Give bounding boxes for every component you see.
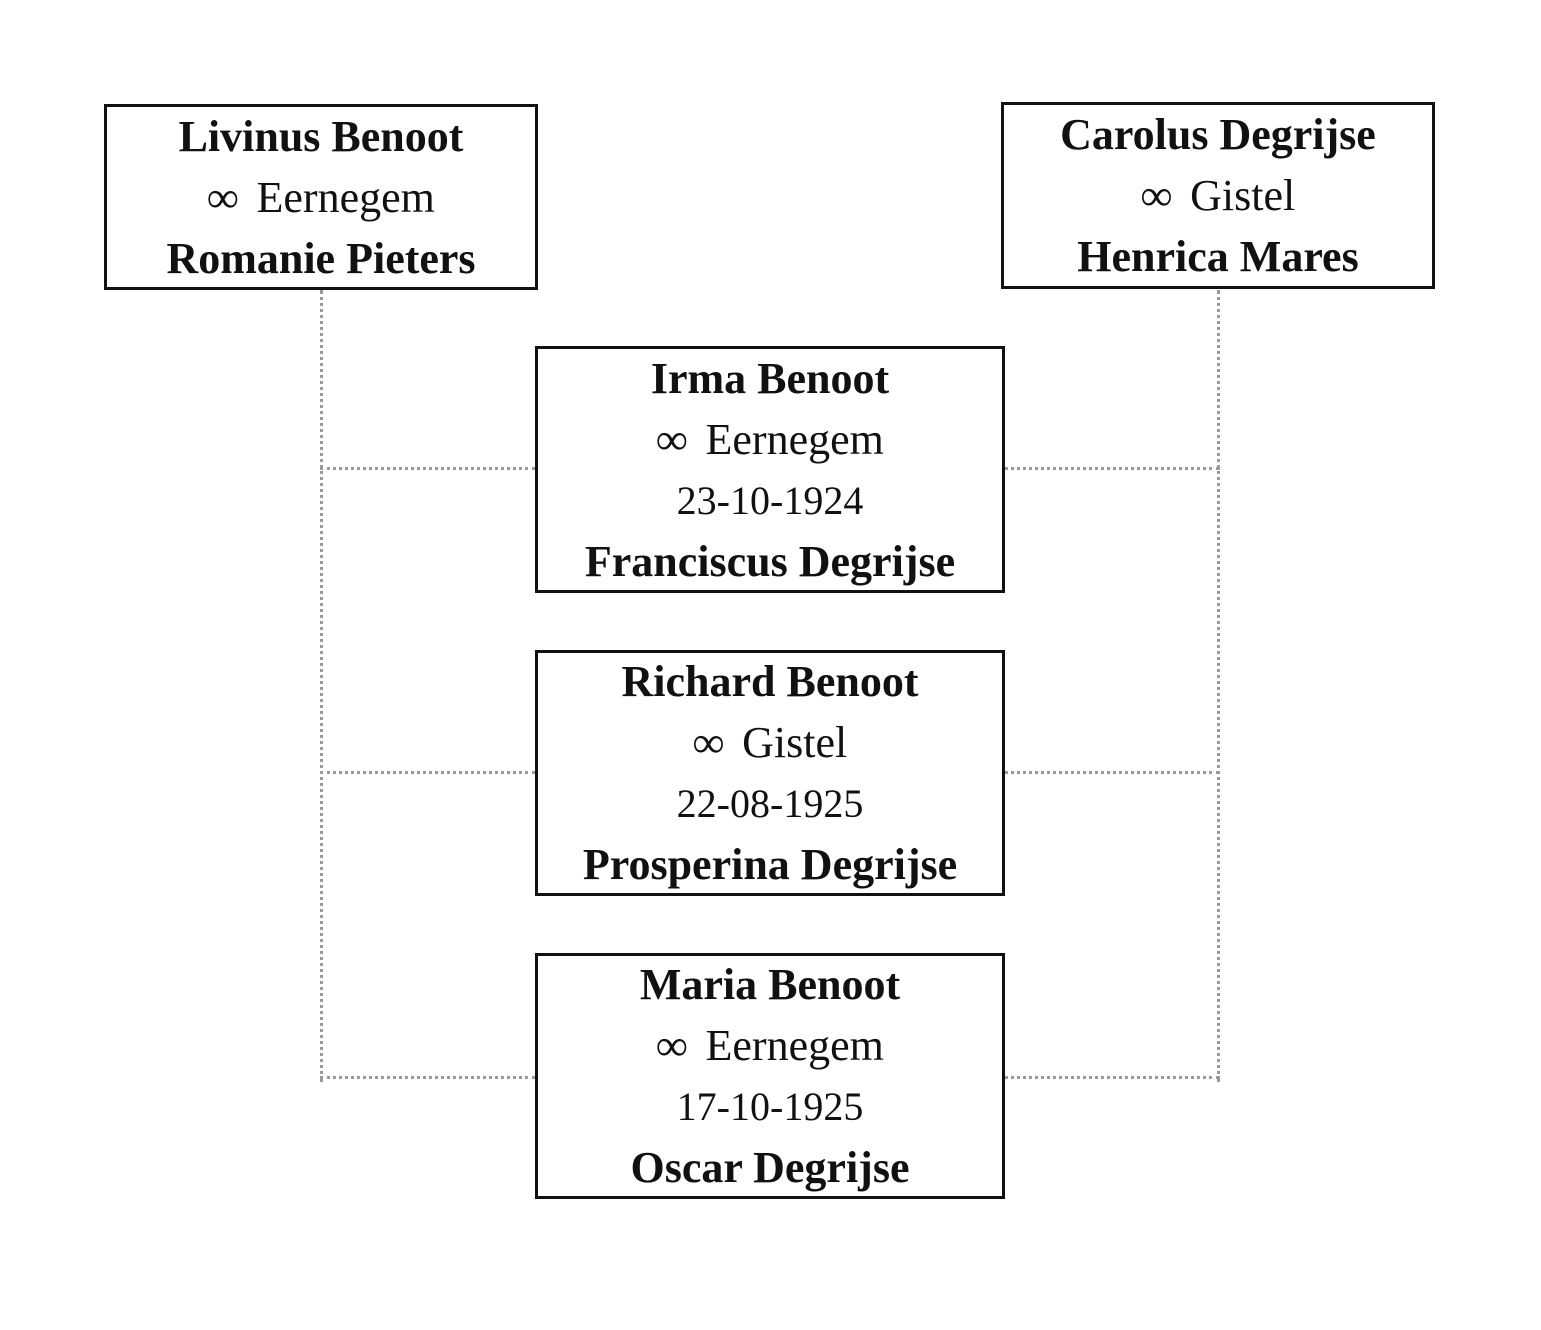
marriage-place: Gistel xyxy=(742,718,848,767)
spouse-name: Oscar Degrijse xyxy=(630,1143,910,1192)
marriage-symbol-icon: ∞ xyxy=(692,718,724,767)
wife-name: Romanie Pieters xyxy=(166,233,476,283)
marriage-place: Gistel xyxy=(1190,171,1296,220)
child-marriage-box-richard: Richard Benoot ∞ Gistel 22-08-1925 Prospe… xyxy=(535,650,1005,896)
marriage-date: 22-08-1925 xyxy=(676,781,864,826)
marriage-date: 17-10-1925 xyxy=(676,1084,864,1129)
marriage-line: ∞ Gistel xyxy=(1141,165,1295,226)
child-name: Irma Benoot xyxy=(650,353,890,403)
marriage-place: Eernegem xyxy=(705,1021,884,1070)
left-connector-irma xyxy=(320,467,535,470)
right-family-connector-vertical xyxy=(1217,290,1220,1082)
child-name: Richard Benoot xyxy=(621,657,919,706)
left-connector-richard xyxy=(320,771,535,774)
husband-name: Carolus Degrijse xyxy=(1060,110,1376,159)
husband-name: Livinus Benoot xyxy=(178,111,464,161)
marriage-line: ∞ Eernegem xyxy=(207,167,435,228)
right-connector-richard xyxy=(1004,771,1220,774)
left-connector-maria xyxy=(320,1076,535,1079)
spouse-name: Franciscus Degrijse xyxy=(584,536,956,586)
marriage-place: Eernegem xyxy=(705,414,884,464)
marriage-line: ∞ Eernegem xyxy=(656,409,884,470)
marriage-symbol-icon: ∞ xyxy=(656,414,687,464)
marriage-line: ∞ Eernegem xyxy=(656,1015,884,1076)
marriage-symbol-icon: ∞ xyxy=(1140,171,1172,220)
marriage-symbol-icon: ∞ xyxy=(656,1021,687,1070)
marriage-symbol-icon: ∞ xyxy=(207,172,238,222)
child-name: Maria Benoot xyxy=(639,960,901,1009)
right-connector-irma xyxy=(1004,467,1220,470)
marriage-line: ∞ Gistel xyxy=(693,712,847,773)
spouse-name: Prosperina Degrijse xyxy=(582,840,958,889)
marriage-place: Eernegem xyxy=(256,172,435,222)
marriage-date: 23-10-1924 xyxy=(676,477,864,523)
left-family-connector-vertical xyxy=(320,290,323,1082)
child-marriage-box-irma: Irma Benoot ∞ Eernegem 23-10-1924 Francis… xyxy=(535,346,1005,593)
right-connector-maria xyxy=(1004,1076,1220,1079)
wife-name: Henrica Mares xyxy=(1077,232,1359,281)
child-marriage-box-maria: Maria Benoot ∞ Eernegem 17-10-1925 Oscar … xyxy=(535,953,1005,1199)
parent-couple-box-degrijse: Carolus Degrijse ∞ Gistel Henrica Mares xyxy=(1001,102,1435,289)
parent-couple-box-benoot: Livinus Benoot ∞ Eernegem Romanie Pieters xyxy=(104,104,538,290)
